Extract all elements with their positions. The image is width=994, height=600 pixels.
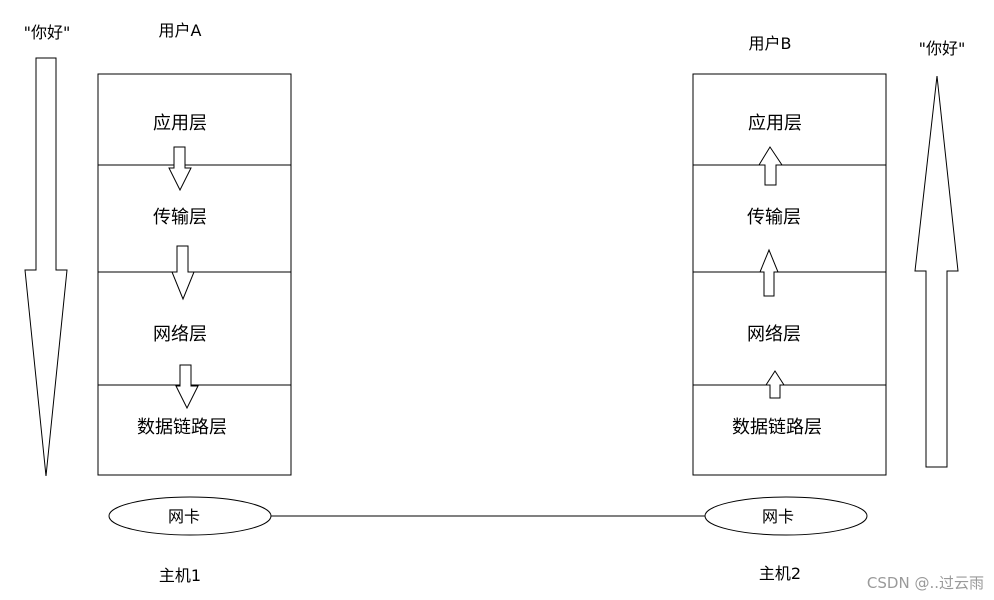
left-layer-transport: 传输层: [153, 207, 207, 228]
right-message-text: "你好": [919, 39, 966, 58]
left-layer-application: 应用层: [153, 113, 207, 134]
right-layer-network: 网络层: [747, 324, 801, 345]
right-user-label: 用户B: [749, 34, 792, 53]
left-layer-down-arrow-3: [175, 364, 199, 410]
right-layer-transport: 传输层: [747, 207, 801, 228]
left-layer-down-arrow-2: [171, 245, 195, 301]
right-layer-up-arrow-2: [759, 248, 779, 297]
left-user-label: 用户A: [159, 21, 202, 40]
right-nic-ellipse: [704, 496, 868, 536]
right-stack-box: [692, 73, 887, 476]
right-protocol-stack: 应用层 传输层 网络层 数据链路层: [692, 73, 887, 476]
right-layer-application: 应用层: [748, 113, 802, 134]
csdn-watermark: CSDN @..过云雨: [867, 574, 984, 592]
left-message-down-arrow: [24, 57, 68, 477]
right-layer-up-arrow-3: [765, 370, 785, 399]
left-layer-datalink: 数据链路层: [137, 417, 227, 438]
right-host-label: 主机2: [759, 564, 801, 583]
right-layer-datalink: 数据链路层: [732, 417, 822, 438]
left-layer-network: 网络层: [153, 324, 207, 345]
left-protocol-stack: 应用层 传输层 网络层 数据链路层: [97, 73, 292, 476]
right-layer-up-arrow-1: [758, 146, 783, 186]
left-layer-down-arrow-1: [168, 146, 192, 192]
left-stack-box: [97, 73, 292, 476]
left-nic-label: 网卡: [168, 507, 200, 526]
left-message-text: "你好": [24, 23, 71, 42]
left-host-label: 主机1: [159, 566, 201, 585]
right-nic-label: 网卡: [762, 507, 794, 526]
right-message-up-arrow: [914, 75, 959, 468]
